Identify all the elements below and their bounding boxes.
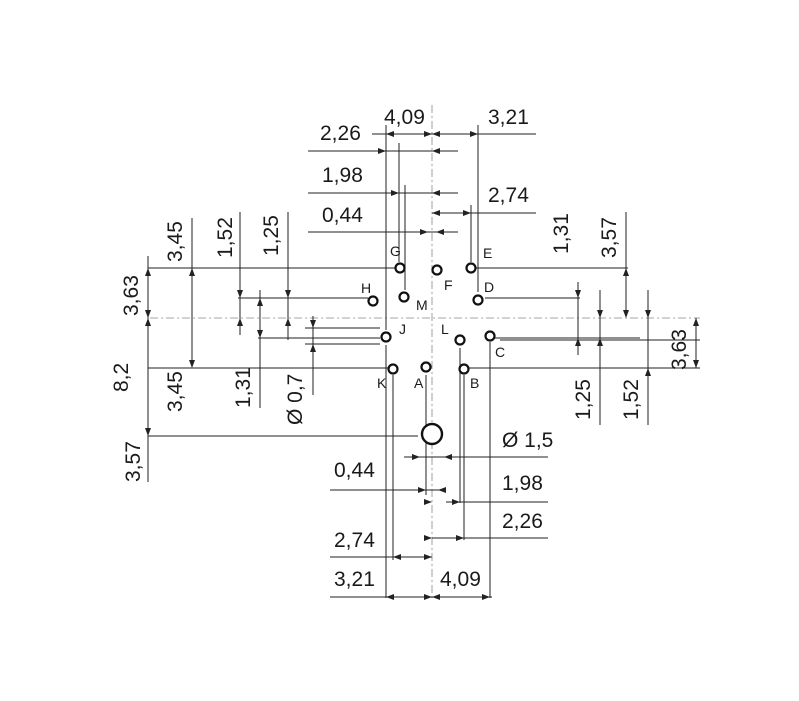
dim-left-8-2: 8,2 <box>110 363 133 392</box>
pin-label-f: F <box>444 277 453 293</box>
pin-label-e: E <box>483 245 492 261</box>
pin-h <box>367 295 379 307</box>
dim-right-1-31: 1,31 <box>550 213 573 254</box>
arrowheads <box>145 131 699 600</box>
left-dimensions: 3,45 1,52 1,25 3,63 8,2 3,45 1,31 Ø 0,7 … <box>110 215 307 482</box>
pin-label-j: J <box>399 321 406 337</box>
pin-label-h: H <box>361 280 371 296</box>
pin-label-c: C <box>495 344 505 360</box>
pin-c <box>484 330 496 342</box>
dim-top-0-44: 0,44 <box>322 204 363 227</box>
pin-label-b: B <box>470 375 479 391</box>
dim-left-3-45-top: 3,45 <box>164 221 187 262</box>
dim-top-3-21: 3,21 <box>488 106 529 129</box>
dim-bottom-3-21: 3,21 <box>334 568 375 591</box>
pin-label-k: K <box>377 375 387 391</box>
dim-top-1-98: 1,98 <box>322 164 363 187</box>
pin-f <box>431 264 443 276</box>
pin-d <box>472 294 484 306</box>
dim-left-1-52: 1,52 <box>214 217 237 258</box>
dim-bottom-2-26: 2,26 <box>502 510 543 533</box>
pin-label-g: G <box>390 243 401 259</box>
pin-l <box>454 334 466 346</box>
pin-label-a: A <box>414 375 424 391</box>
dim-bottom-0-44: 0,44 <box>334 459 375 482</box>
dim-bottom-2-74: 2,74 <box>334 529 375 552</box>
dim-right-1-25: 1,25 <box>572 379 595 420</box>
pin-j <box>380 331 392 343</box>
dim-bottom-1-98: 1,98 <box>502 472 543 495</box>
pin-labels: G F E H M D J L C K A B <box>361 243 505 391</box>
dim-right-3-63: 3,63 <box>668 329 691 370</box>
dim-left-3-57: 3,57 <box>122 441 145 482</box>
pin-m <box>398 291 410 303</box>
top-dimensions: 4,09 3,21 2,26 1,98 2,74 0,44 <box>320 106 529 227</box>
right-dimensions: 1,31 3,57 3,63 1,25 1,52 <box>550 213 691 420</box>
pin-label-d: D <box>484 279 494 295</box>
pins <box>367 262 496 446</box>
pin-g <box>394 262 406 274</box>
dim-right-1-52: 1,52 <box>620 379 643 420</box>
center-lines <box>150 105 700 600</box>
dim-top-2-74: 2,74 <box>488 184 529 207</box>
pin-a <box>420 361 432 373</box>
pin-k <box>387 363 399 375</box>
dim-left-1-25: 1,25 <box>260 215 283 256</box>
extension-lines <box>147 125 700 598</box>
dim-bottom-4-09: 4,09 <box>440 568 481 591</box>
dim-top-4-09: 4,09 <box>384 106 425 129</box>
dim-pin-diameter: Ø 0,7 <box>284 374 307 425</box>
dim-left-3-63: 3,63 <box>120 275 143 316</box>
pin-b <box>458 363 470 375</box>
dim-left-3-45-bottom: 3,45 <box>164 371 187 412</box>
dim-top-2-26: 2,26 <box>320 122 361 145</box>
bottom-dimensions: Ø 1,5 0,44 1,98 2,26 2,74 3,21 4,09 <box>334 429 553 591</box>
dim-left-1-31: 1,31 <box>232 367 255 408</box>
pin-e <box>465 262 477 274</box>
dim-right-3-57: 3,57 <box>598 217 621 258</box>
pin-label-m: M <box>416 297 428 313</box>
pin-label-l: L <box>441 321 449 337</box>
coding-hole <box>420 422 444 446</box>
dim-hole-diameter: Ø 1,5 <box>502 429 553 452</box>
